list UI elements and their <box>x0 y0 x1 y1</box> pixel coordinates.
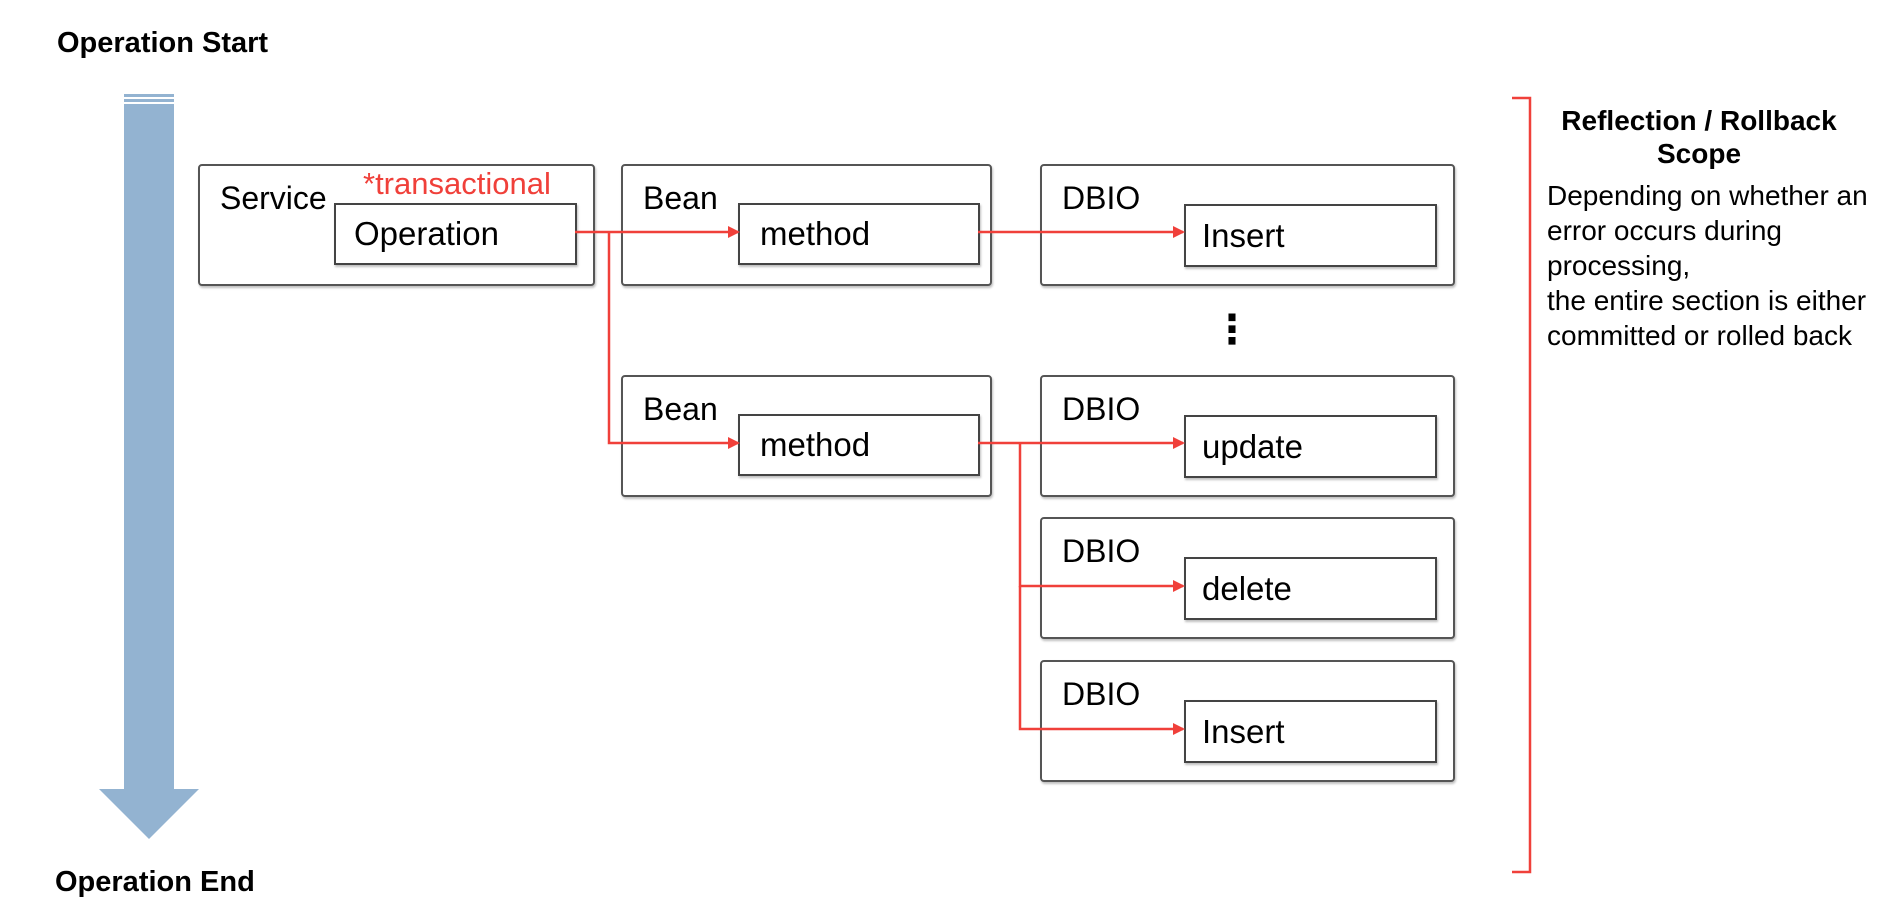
dbio-box: DBIO Insert <box>1040 164 1455 286</box>
dbio-action-box: Insert <box>1184 700 1437 763</box>
scope-description: Depending on whether an error occurs dur… <box>1547 180 1868 351</box>
transactional-tag: *transactional <box>363 166 551 201</box>
dbio-action-box: Insert <box>1184 204 1437 267</box>
dbio-label: DBIO <box>1062 391 1141 427</box>
method-box: method <box>738 203 980 265</box>
dbio-action-label: Insert <box>1202 713 1285 750</box>
scope-title: Reflection / Rollback Scope <box>1561 105 1837 169</box>
dbio-label: DBIO <box>1062 180 1141 216</box>
dbio-action-label: Insert <box>1202 217 1285 254</box>
timeline-arrow-shaft <box>124 104 174 804</box>
operation-start-label: Operation Start <box>57 27 269 59</box>
dbio-box: DBIO Insert <box>1040 660 1455 782</box>
timeline-arrow-head <box>99 789 199 839</box>
bean-box: Bean method <box>621 164 992 286</box>
dbio-action-label: update <box>1202 428 1303 465</box>
dbio-label: DBIO <box>1062 676 1141 712</box>
operation-box: Operation <box>334 203 577 265</box>
bean-label: Bean <box>643 180 718 216</box>
method-box: method <box>738 414 980 476</box>
service-label: Service <box>220 180 327 216</box>
timeline-arrow <box>99 94 199 839</box>
timeline-arrow-stripe <box>124 94 174 97</box>
scope-bracket <box>1512 96 1532 874</box>
method-label: method <box>760 215 871 252</box>
method-label: method <box>760 426 871 463</box>
dbio-label: DBIO <box>1062 533 1141 569</box>
dbio-box: DBIO update <box>1040 375 1455 497</box>
service-box: Service *transactional Operation <box>198 164 595 286</box>
timeline-arrow-stripe <box>124 99 174 102</box>
dbio-box: DBIO delete <box>1040 517 1455 639</box>
operation-label: Operation <box>354 215 499 252</box>
ellipsis-indicator: ⋮ <box>1212 308 1252 352</box>
dbio-action-label: delete <box>1202 570 1292 607</box>
bean-label: Bean <box>643 391 718 427</box>
bean-box: Bean method <box>621 375 992 497</box>
operation-end-label: Operation End <box>55 866 255 898</box>
dbio-action-box: delete <box>1184 557 1437 620</box>
dbio-action-box: update <box>1184 415 1437 478</box>
